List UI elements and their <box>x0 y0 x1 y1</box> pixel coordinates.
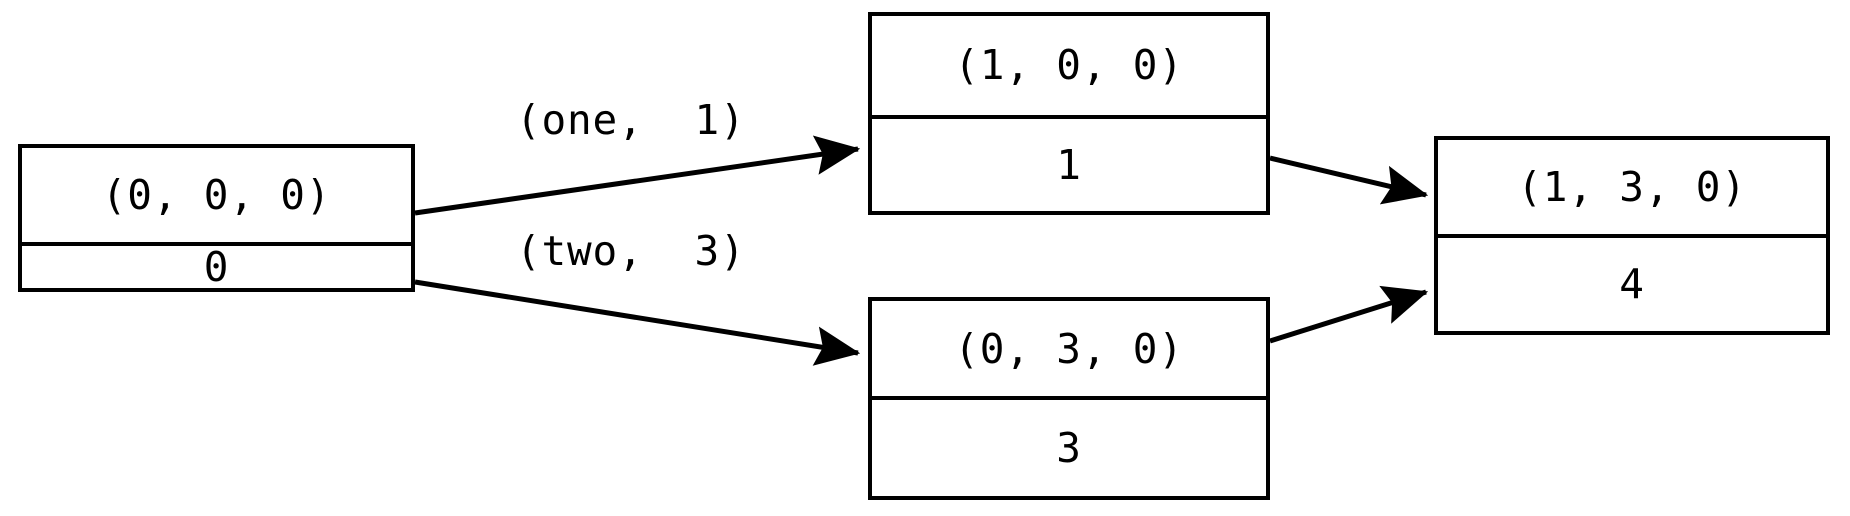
node-one-state: (1, 0, 0) <box>872 16 1266 119</box>
edge-two-to-join <box>1269 285 1429 344</box>
node-two[interactable]: (0, 3, 0) 3 <box>868 297 1270 500</box>
edge-one-to-join <box>1269 155 1429 205</box>
node-join-value: 4 <box>1619 260 1645 309</box>
node-two-value: 3 <box>1056 424 1082 472</box>
node-join[interactable]: (1, 3, 0) 4 <box>1434 136 1830 335</box>
node-start[interactable]: (0, 0, 0) 0 <box>18 144 415 292</box>
node-one-value: 1 <box>1056 140 1082 189</box>
node-join-state: (1, 3, 0) <box>1438 140 1826 238</box>
node-start-value: 0 <box>203 243 230 291</box>
edge-start-to-two <box>414 279 861 366</box>
edge-start-to-one <box>414 135 861 216</box>
node-one[interactable]: (1, 0, 0) 1 <box>868 12 1270 215</box>
edge-label-start-to-one: (one, 1) <box>516 96 746 144</box>
node-two-state: (0, 3, 0) <box>872 301 1266 401</box>
edge-label-start-to-two: (two, 3) <box>516 227 746 275</box>
node-start-state: (0, 0, 0) <box>22 148 411 246</box>
